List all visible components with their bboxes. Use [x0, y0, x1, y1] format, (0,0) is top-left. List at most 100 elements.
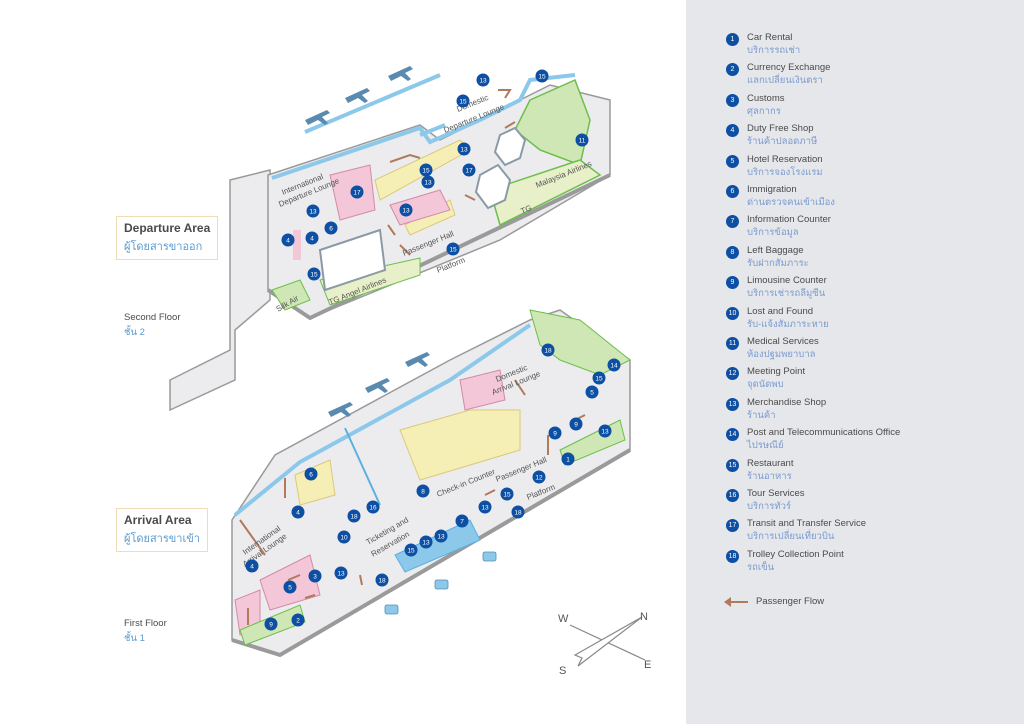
marker-number: 3 — [313, 574, 317, 581]
marker-number: 14 — [610, 363, 618, 370]
marker-number-icon: 18 — [726, 549, 739, 563]
marker-number: 18 — [514, 510, 522, 517]
marker-circle — [478, 500, 492, 514]
legend-label-th: บริการทัวร์ — [747, 501, 792, 512]
marker-circle — [456, 94, 470, 108]
passenger-flow-arrows — [387, 89, 516, 256]
marker-number: 15 — [310, 272, 318, 279]
marker-number: 15 — [459, 99, 467, 106]
marker-number: 13 — [424, 180, 432, 187]
marker-circle — [446, 242, 460, 256]
map-marker: 11 — [575, 133, 589, 147]
arrival-area-box: Arrival Area ผู้โดยสารขาเข้า — [116, 508, 208, 552]
marker-circle — [308, 569, 322, 583]
compass-e: E — [644, 659, 651, 671]
departure-area-box: Departure Area ผู้โดยสารขาออก — [116, 216, 219, 260]
legend-label-th: ศุลกากร — [747, 105, 781, 117]
marker-number-icon: 10 — [726, 306, 739, 320]
legend-label-th: บริการจองโรงแรม — [747, 166, 823, 178]
compass-n: N — [640, 611, 648, 623]
map-marker: 18 — [541, 343, 555, 357]
marker-circle — [476, 73, 490, 87]
legend-label-en: Transit and Transfer Service — [747, 518, 866, 530]
marker-number: 6 — [309, 472, 313, 479]
marker-number-icon: 11 — [726, 337, 739, 350]
floor-th: ชั้น 2 — [124, 327, 145, 338]
map-marker: 18 — [511, 505, 525, 519]
flow-arrow-icon — [724, 597, 731, 607]
marker-circle — [561, 452, 575, 466]
marker-number: 15 — [407, 548, 415, 555]
map-marker: 10 — [337, 530, 351, 544]
marker-number-icon: 6 — [726, 185, 739, 198]
map-marker: 13 — [306, 204, 320, 218]
marker-number: 2 — [296, 618, 300, 625]
marker-number-icon: 17 — [726, 519, 739, 533]
marker-circle — [264, 617, 278, 631]
legend-label-en: Medical Services — [747, 336, 819, 347]
car-icon — [384, 551, 497, 615]
legend-label-th: บริการรถเช่า — [747, 45, 801, 56]
map-marker: 8 — [416, 484, 430, 498]
map-marker: 12 — [532, 470, 546, 484]
marker-number-icon: 9 — [726, 276, 739, 290]
map-marker: 5 — [283, 580, 297, 594]
map-marker: 1 — [561, 452, 575, 466]
marker-circle — [291, 505, 305, 519]
legend-label-th: แลกเปลี่ยนเงินตรา — [747, 75, 823, 87]
departure-glass-wall — [271, 73, 576, 180]
marker-number: 13 — [601, 429, 609, 436]
legend-label-th: ร้านอาหาร — [747, 470, 792, 482]
map-marker: 5 — [585, 385, 599, 399]
first-floor-label: First Floor ชั้น 1 — [124, 618, 167, 646]
map-marker: 15 — [535, 69, 549, 83]
marker-number: 4 — [286, 238, 290, 245]
marker-number: 4 — [296, 510, 300, 517]
marker-number: 15 — [595, 376, 603, 383]
marker-number: 8 — [421, 489, 425, 496]
map-marker: 13 — [598, 424, 612, 438]
marker-number-icon: 2 — [726, 63, 739, 77]
map-marker: 14 — [607, 358, 621, 372]
second-floor-label: Second Floor ชั้น 2 — [124, 312, 181, 340]
map-marker: 17 — [462, 163, 476, 177]
map-marker: 13 — [476, 73, 490, 87]
marker-number: 13 — [437, 534, 445, 541]
marker-number-icon: 8 — [726, 245, 739, 259]
marker-number: 17 — [353, 190, 361, 197]
marker-number: 9 — [269, 622, 273, 629]
plane-icon — [328, 352, 430, 417]
map-marker: 15 — [592, 371, 606, 385]
marker-number-icon: 3 — [726, 93, 739, 107]
legend-label-th: ร้านค้าปลอดภาษี — [747, 136, 818, 148]
marker-circle — [457, 142, 471, 156]
legend-label-th: ไปรษณีย์ — [747, 440, 784, 452]
legend-label-th: รับ-แจ้งสัมภาระหาย — [747, 318, 829, 330]
plane-icon — [305, 66, 413, 125]
marker-number-icon: 14 — [726, 428, 739, 442]
marker-number: 15 — [422, 168, 430, 175]
marker-number-icon: 15 — [726, 458, 739, 472]
departure-walkway — [169, 169, 271, 412]
map-marker: 17 — [350, 185, 364, 199]
marker-number-icon: 13 — [726, 397, 739, 411]
floor-en: Second Floor — [124, 312, 181, 323]
map-marker: 13 — [434, 529, 448, 543]
map-marker: 18 — [375, 573, 389, 587]
map-marker: 18 — [347, 509, 361, 523]
marker-number: 13 — [337, 571, 345, 578]
marker-number: 13 — [460, 147, 468, 154]
marker-number: 13 — [479, 78, 487, 85]
marker-circle — [419, 163, 433, 177]
map-marker: 3 — [308, 569, 322, 583]
marker-circle — [291, 613, 305, 627]
legend-label-en: Post and Telecommunications Office — [747, 427, 901, 439]
arrival-floor-plan: International Arrival Lounge Domestic Ar… — [231, 309, 632, 658]
marker-circle — [455, 514, 469, 528]
marker-circle — [404, 543, 418, 557]
marker-circle — [421, 175, 435, 189]
marker-number: 16 — [369, 505, 377, 512]
legend-label-en: Information Counter — [747, 214, 831, 226]
legend-label-en: Merchandise Shop — [747, 396, 827, 408]
